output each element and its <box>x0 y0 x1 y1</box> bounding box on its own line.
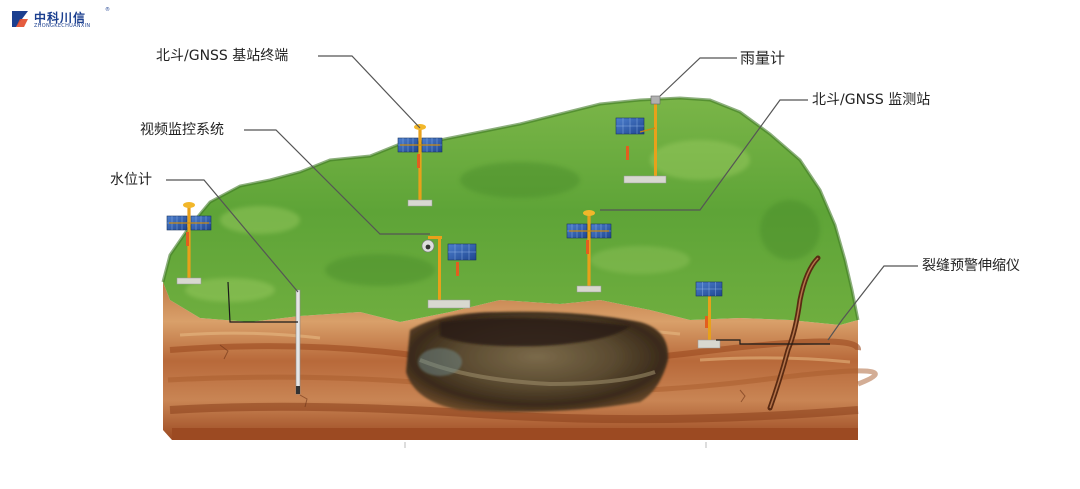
crack-extensometer-station <box>695 281 723 349</box>
logo-mark-icon <box>12 11 28 27</box>
callout-water-level-gauge: 水位计 <box>110 172 152 188</box>
callout-gnss-base-station: 北斗/GNSS 基站终端 <box>156 48 289 64</box>
callout-crack-extensometer: 裂缝预警伸缩仪 <box>922 258 1020 274</box>
logo-name-en: ZHONGKECHUANXIN <box>34 23 91 29</box>
rain-gauge-station <box>615 95 667 184</box>
video-monitoring-station <box>421 236 477 309</box>
logo-name-cn: 中科川信 <box>34 11 87 25</box>
water-level-pipe <box>295 289 301 395</box>
logo-registered-mark: ® <box>105 7 110 13</box>
callout-video-monitoring: 视频监控系统 <box>140 122 224 138</box>
callout-gnss-monitoring-station: 北斗/GNSS 监测站 <box>812 92 931 108</box>
callout-rain-gauge: 雨量计 <box>740 49 786 67</box>
leader-lines <box>166 55 918 341</box>
